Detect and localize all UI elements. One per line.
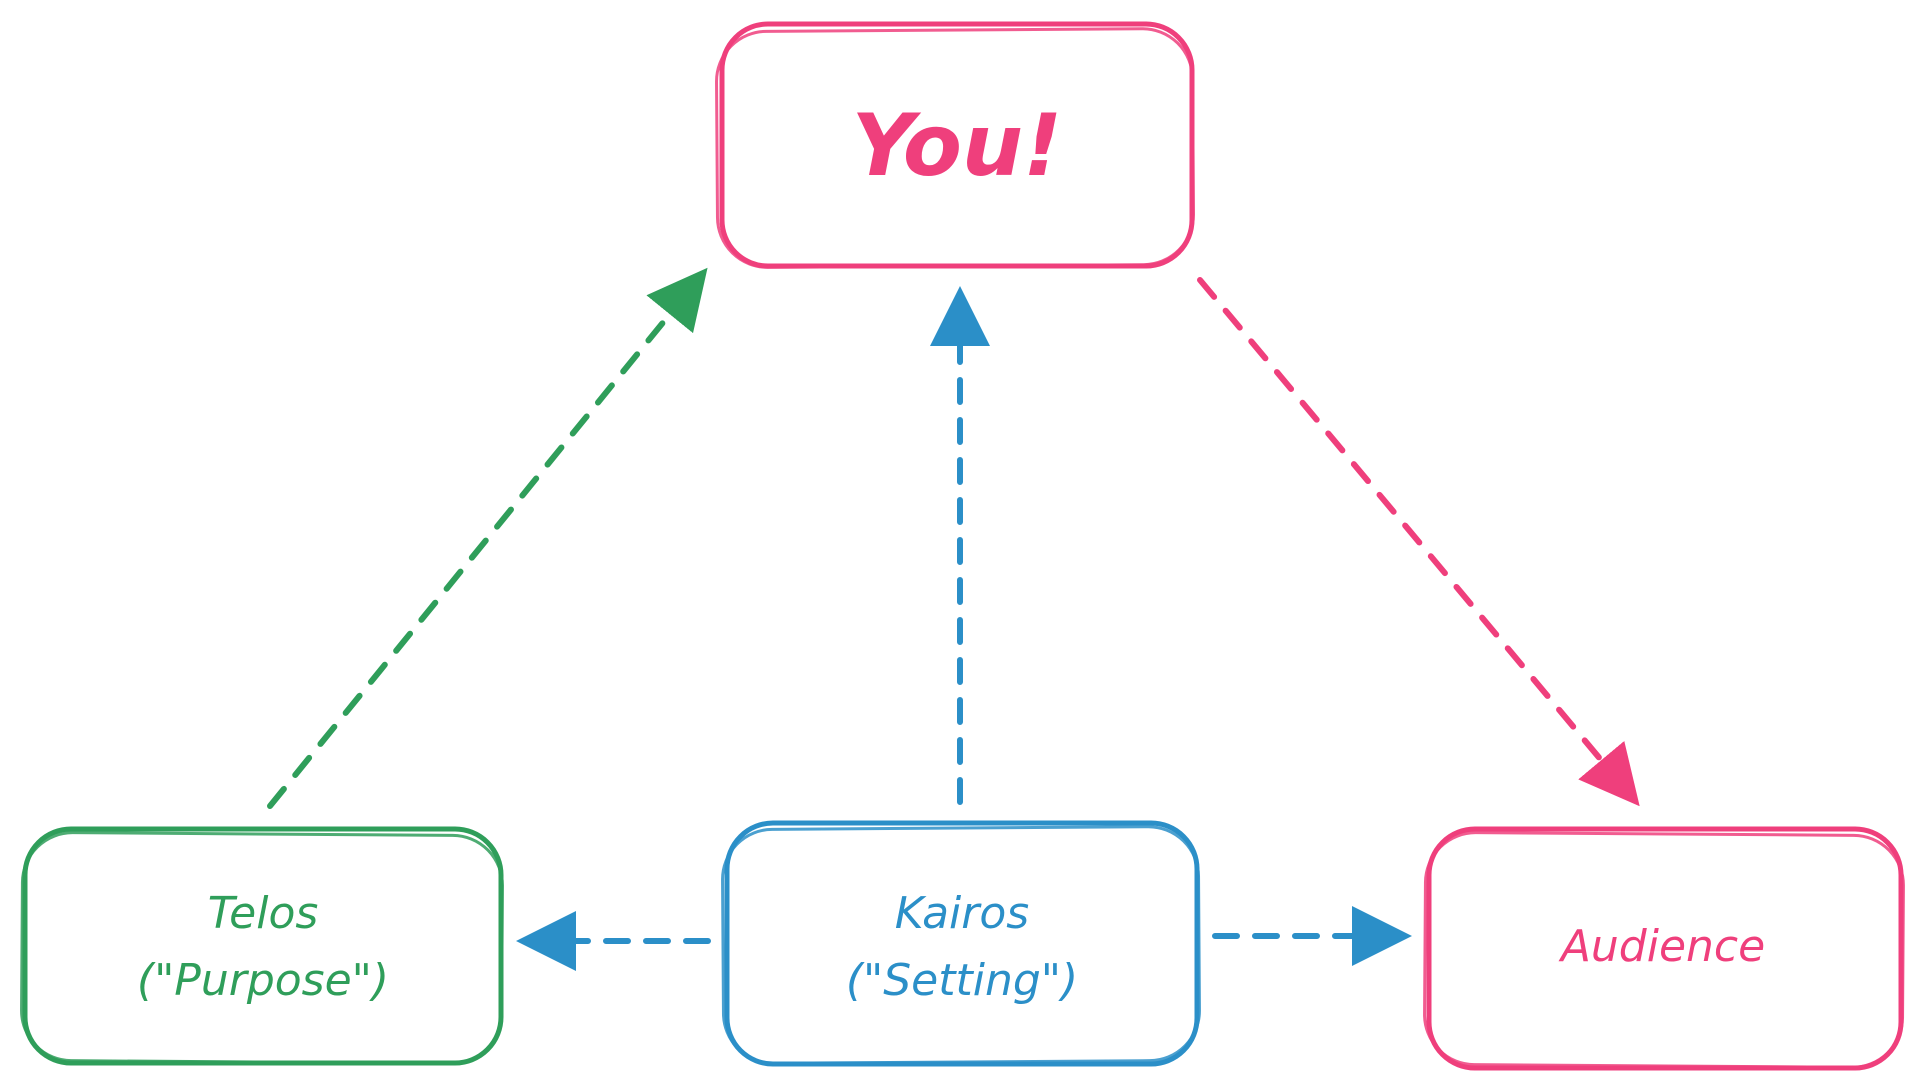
- node-kairos-box: [724, 820, 1200, 1067]
- node-telos-line2: ("Purpose"): [137, 955, 389, 1006]
- node-audience-box: [1426, 826, 1904, 1071]
- node-kairos-line2: ("Setting"): [846, 955, 1078, 1006]
- arrows: [267, 267, 1640, 971]
- node-audience: Audience: [1423, 826, 1905, 1071]
- node-kairos-box-sketch: [721, 825, 1201, 1065]
- node-you: You!: [715, 21, 1195, 269]
- arrow-telos-to-you: [267, 267, 708, 809]
- node-kairos-line1: Kairos: [895, 888, 1029, 939]
- arrow-you-to-audience: [1197, 277, 1640, 807]
- node-you-label: You!: [852, 96, 1063, 196]
- node-telos-box: [22, 826, 504, 1066]
- node-audience-box-sketch: [1423, 831, 1905, 1069]
- node-telos-line1: Telos: [208, 888, 319, 939]
- node-kairos: Kairos ("Setting"): [721, 820, 1201, 1067]
- node-telos: Telos ("Purpose"): [20, 826, 504, 1066]
- node-you-box-sketch: [715, 27, 1195, 269]
- node-telos-box-sketch: [20, 831, 504, 1065]
- node-audience-label: Audience: [1558, 921, 1765, 972]
